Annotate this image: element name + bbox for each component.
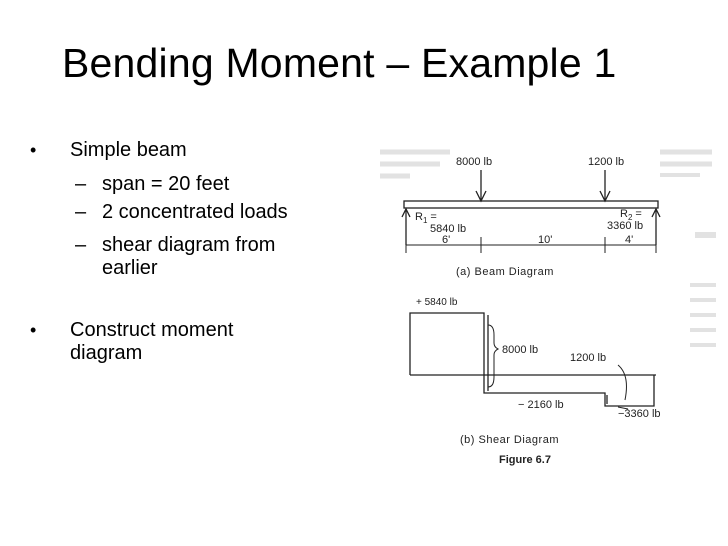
load-left-label: 8000 lb xyxy=(456,156,492,168)
sub-bullet-dash: – xyxy=(75,173,87,195)
load-arrow-left xyxy=(475,170,487,203)
brace-8000 xyxy=(487,324,500,388)
sub-bullet-dash: – xyxy=(75,234,87,256)
shear-1200-label: 1200 lb xyxy=(570,352,606,364)
shear-1200-pointer xyxy=(617,364,627,401)
shear-pos-label: + 5840 lb xyxy=(416,297,458,308)
shear-neg-label: − 2160 lb xyxy=(518,399,564,411)
r2-value: 3360 lb xyxy=(607,220,643,232)
scan-bleed-through xyxy=(380,149,716,347)
beam xyxy=(403,200,659,209)
load-right-label: 1200 lb xyxy=(588,156,624,168)
bullet-dot: • xyxy=(30,320,37,340)
caption-beam-diagram: (a) Beam Diagram xyxy=(456,266,554,278)
sub-bullet-dash: – xyxy=(75,201,87,223)
r1-label: R1= xyxy=(415,211,437,225)
figure-label: Figure 6.7 xyxy=(499,454,551,466)
shear-end-label: −3360 lb xyxy=(618,408,661,420)
sub-bullet-shear: shear diagram from xyxy=(102,234,276,256)
sub-bullet-loads: 2 concentrated loads xyxy=(102,201,288,223)
dim-left-label: 6' xyxy=(442,234,450,246)
caption-shear-diagram: (b) Shear Diagram xyxy=(460,434,559,446)
r2-label: R2= xyxy=(620,208,642,222)
bullet-construct-cont: diagram xyxy=(70,342,143,364)
bullet-dot: • xyxy=(30,140,37,160)
dimension-lines xyxy=(405,209,657,253)
r1-value: 5840 lb xyxy=(430,223,466,235)
dim-right-label: 4' xyxy=(625,234,633,246)
beam-figure: 8000 lb 1200 lb R1= 5840 lb R2= 3360 lb … xyxy=(380,149,716,466)
shear-8000-label: 8000 lb xyxy=(502,344,538,356)
shear-end-pointer xyxy=(617,406,629,410)
load-arrow-right xyxy=(599,170,611,203)
slide-title: Bending Moment – Example 1 xyxy=(62,40,617,86)
bullet-simple-beam: Simple beam xyxy=(70,139,187,161)
dim-mid-label: 10' xyxy=(538,234,552,246)
shear-diagram xyxy=(409,312,656,407)
sub-bullet-shear-cont: earlier xyxy=(102,257,158,279)
sub-bullet-span: span = 20 feet xyxy=(102,173,230,195)
bullet-construct: Construct moment xyxy=(70,319,234,341)
